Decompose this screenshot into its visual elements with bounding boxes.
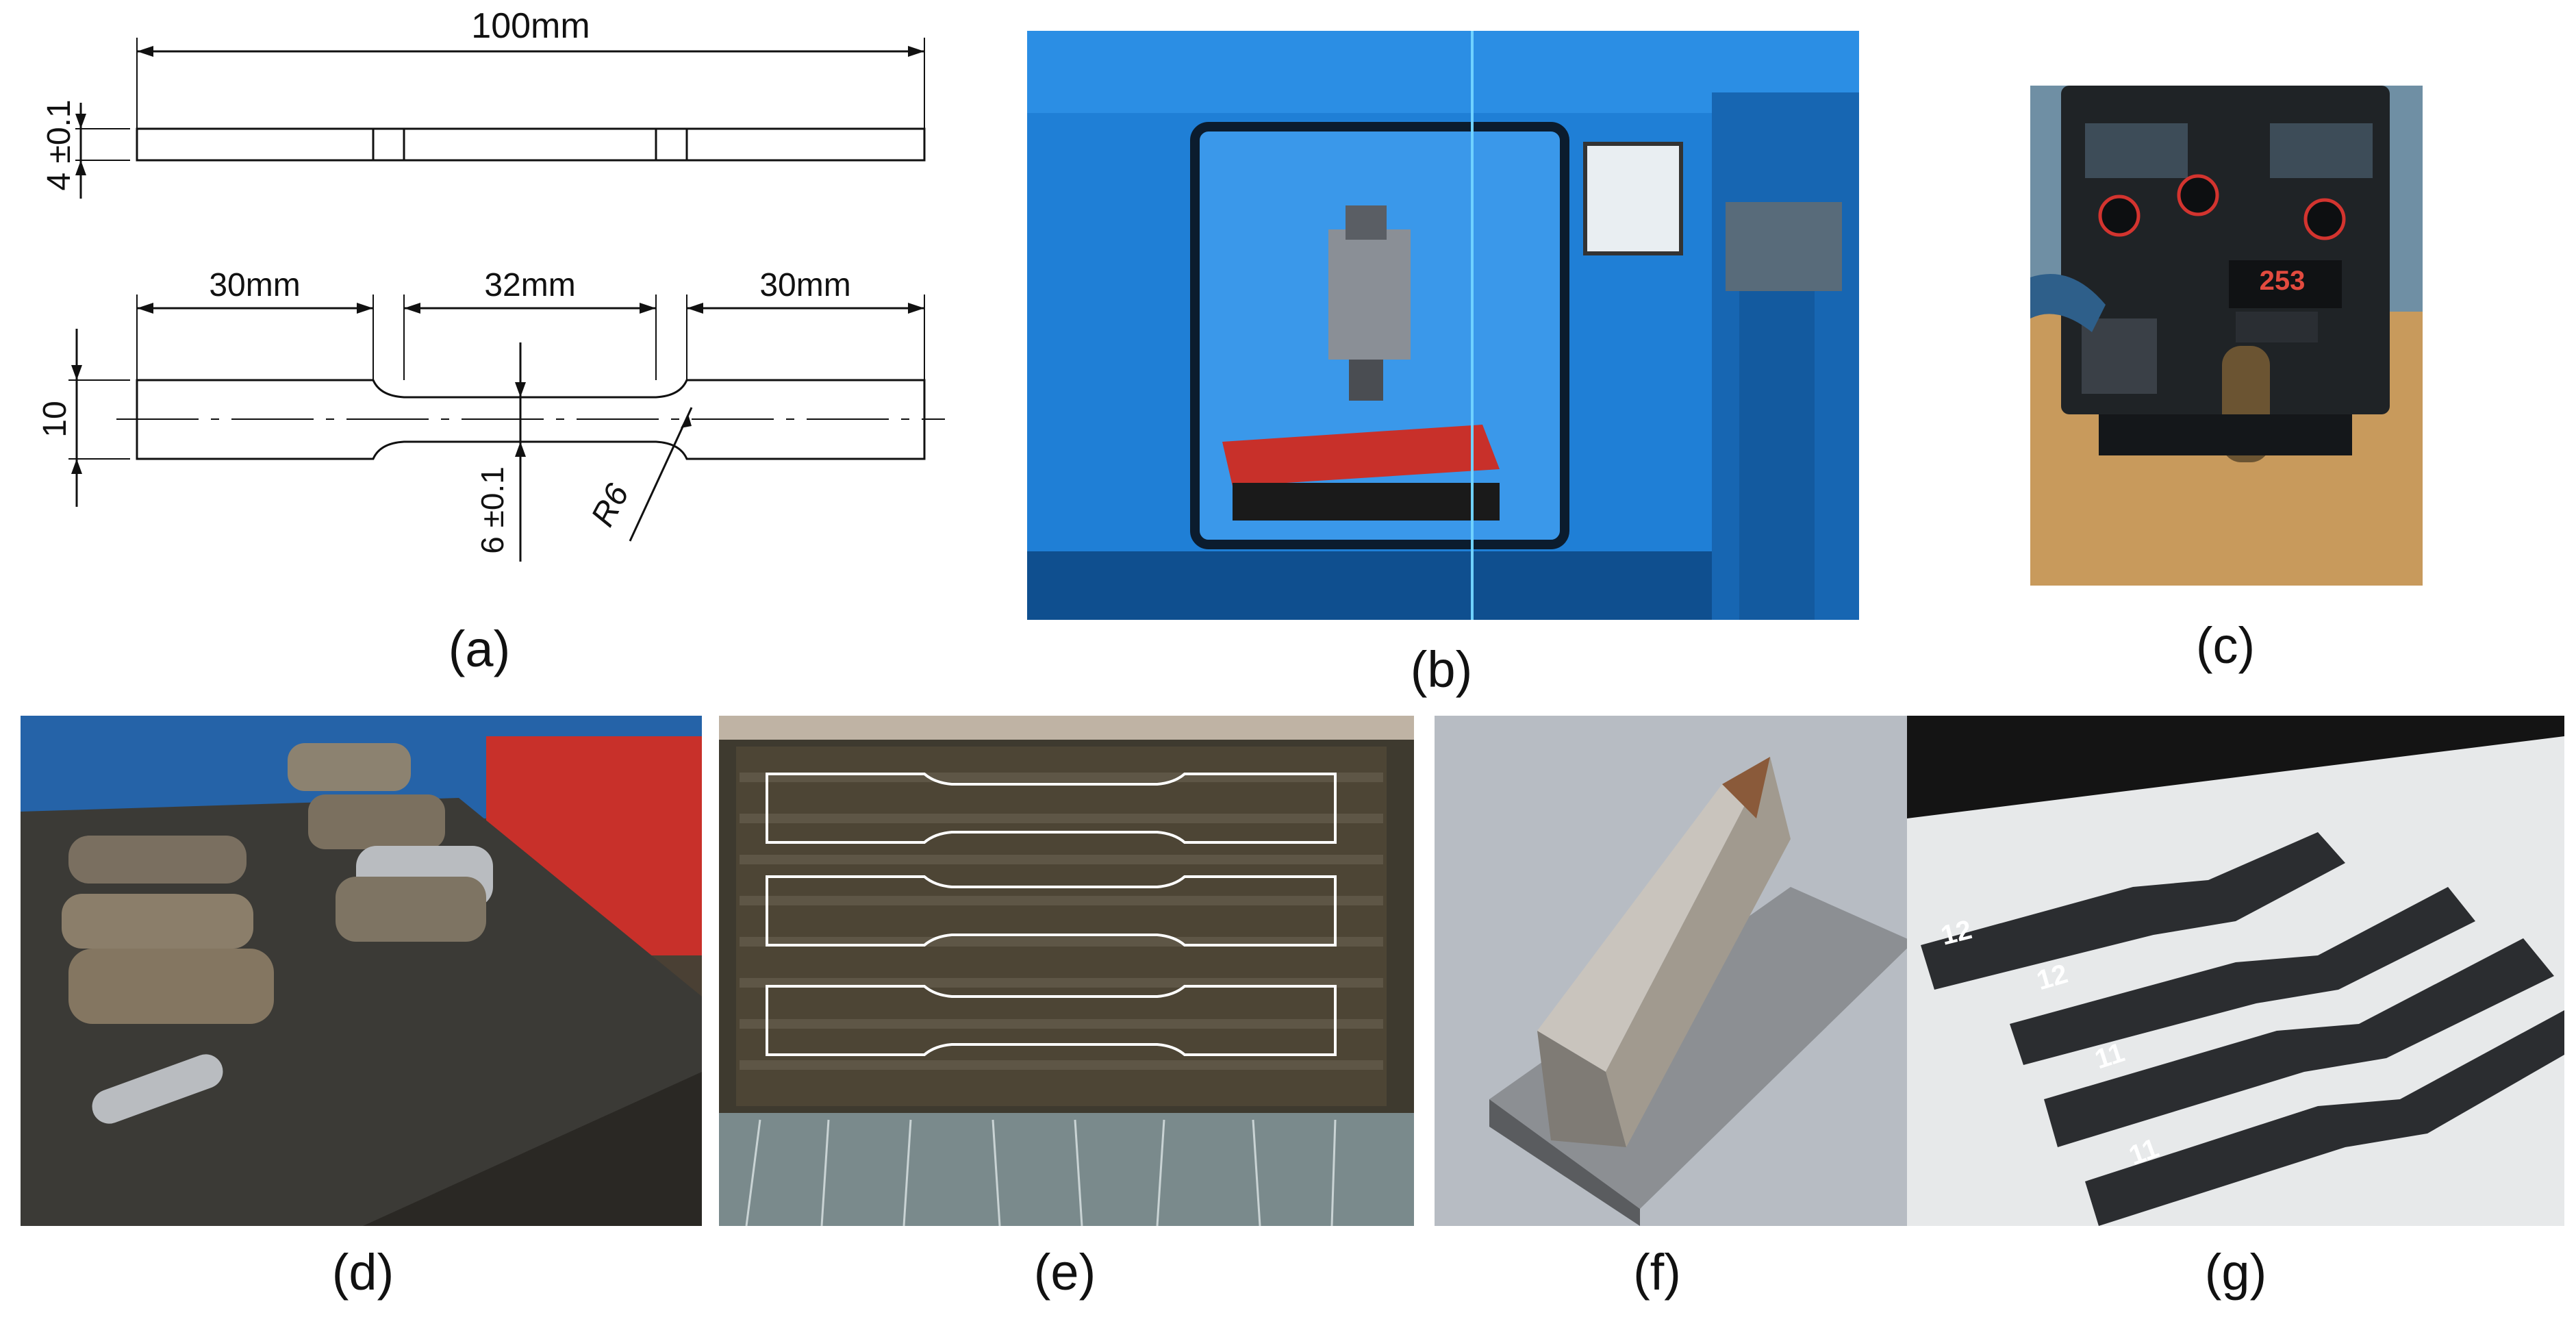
caption-d: (d): [331, 1244, 394, 1301]
photo-extraction-layout: [719, 716, 1414, 1226]
dim-width: 10: [37, 401, 73, 437]
dim-thickness: 4 ±0.1: [41, 99, 77, 190]
caption-g: (g): [2204, 1244, 2267, 1301]
dim-radius: R6: [585, 478, 637, 532]
specimen-outline: [136, 379, 926, 460]
photo-power-source: [2030, 86, 2423, 586]
caption-f: (f): [1633, 1244, 1681, 1301]
dim-grip-right: 30mm: [759, 267, 850, 303]
caption-a: (a): [448, 621, 511, 677]
caption-c: (c): [2195, 617, 2256, 674]
photo-welding-machine: [1027, 31, 1859, 620]
photo-deposited-walls: [21, 716, 702, 1226]
photo-tensile-specimens: [1907, 716, 2564, 1226]
specimen-drawing: 100mm 4 ±0.1 30mm 32mm 30mm 10 6 ±0.1 R6: [37, 6, 945, 562]
dim-overall-length: 100mm: [471, 6, 590, 46]
dim-gauge-width: 6 ±0.1: [475, 466, 510, 554]
dim-gauge-length: 32mm: [484, 267, 575, 303]
dim-grip-left: 30mm: [209, 267, 300, 303]
caption-b: (b): [1410, 641, 1473, 698]
panel-c-display: 253: [2259, 266, 2306, 296]
photo-single-wall: [1435, 716, 1948, 1226]
caption-e: (e): [1033, 1244, 1096, 1301]
